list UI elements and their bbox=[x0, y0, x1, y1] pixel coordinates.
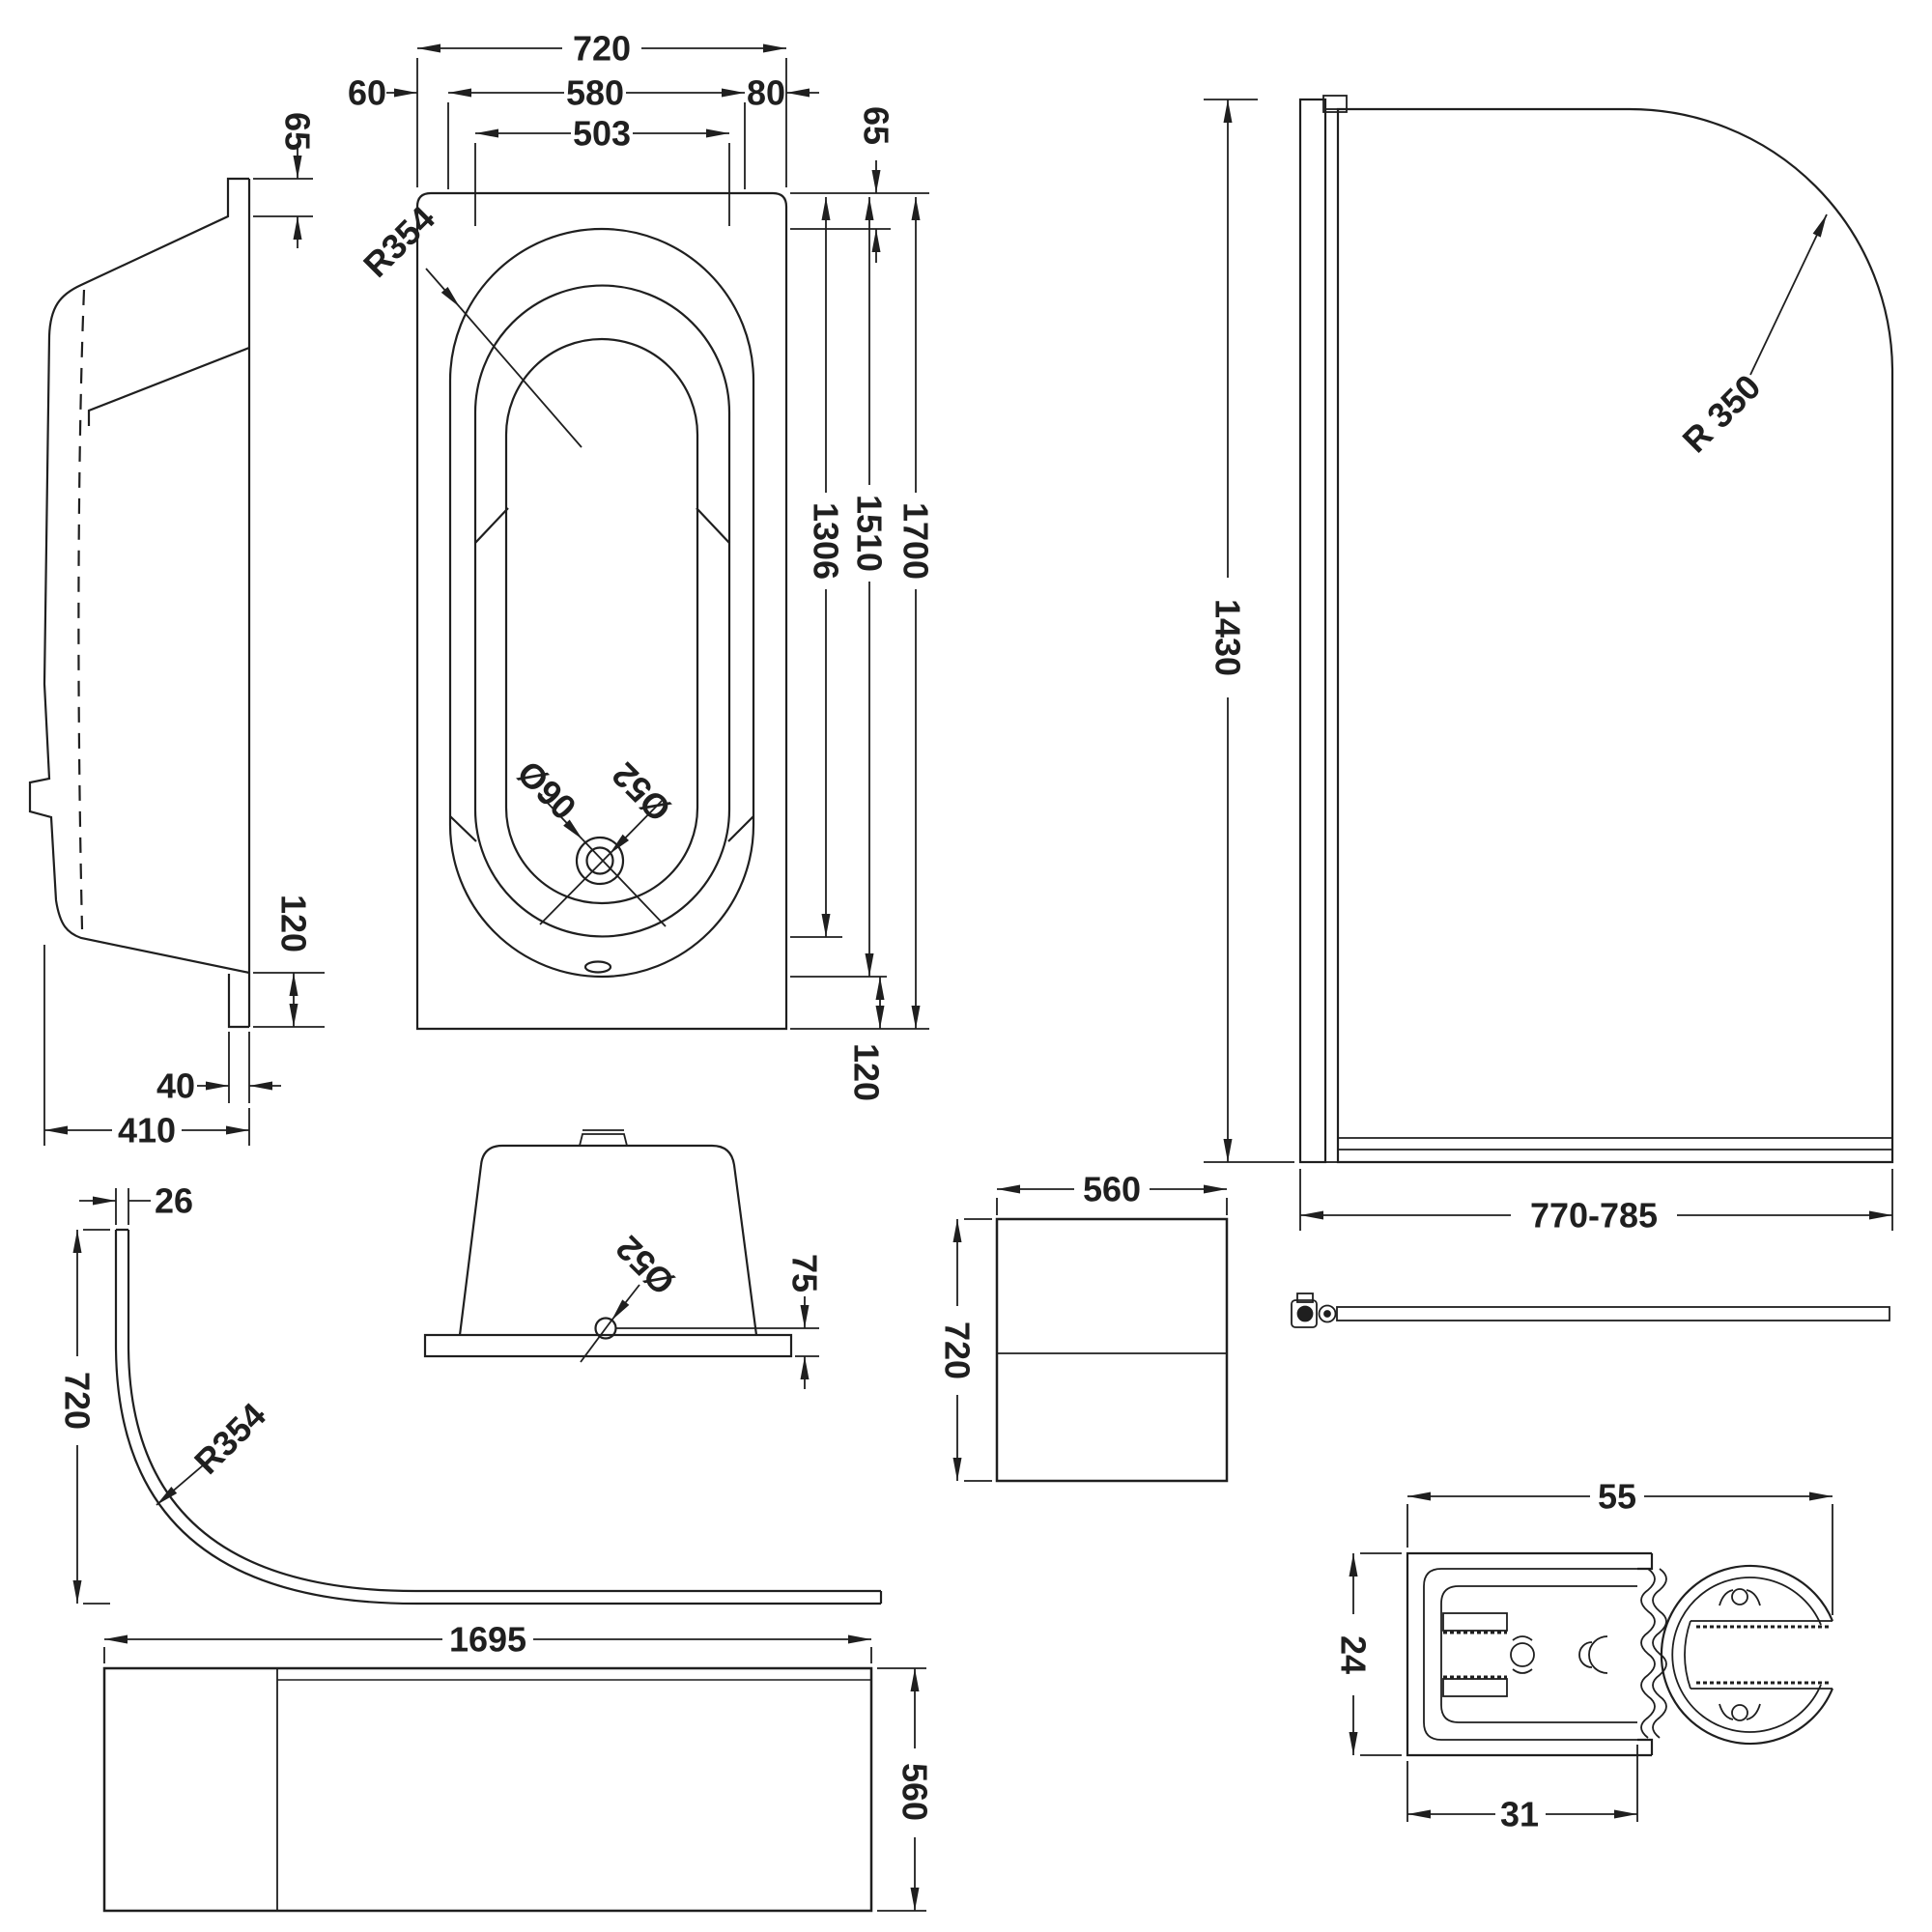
dim-screen-radius: R 350 bbox=[1675, 367, 1769, 461]
screen-glass-outline bbox=[1336, 107, 1894, 1164]
dim-drain-inner: Ø52 bbox=[604, 754, 678, 829]
dim-plan-edge-left: 60 bbox=[348, 73, 386, 113]
profile-round-section bbox=[1660, 1564, 1834, 1746]
plan-well-floor bbox=[504, 337, 699, 905]
screen-inner-profile bbox=[1324, 108, 1339, 1163]
curved-panel-profile: 26 720 R354 bbox=[58, 1181, 883, 1605]
dim-screen-width: 770-785 bbox=[1530, 1196, 1658, 1236]
profile-dims bbox=[1337, 1480, 1833, 1831]
dim-screen-height: 1430 bbox=[1208, 599, 1248, 676]
end-drain-hole bbox=[594, 1317, 617, 1340]
plan-well-rim bbox=[473, 284, 731, 938]
screen-dims bbox=[1204, 99, 1893, 1232]
screen-hinge-cap bbox=[1322, 95, 1348, 113]
end-flange bbox=[423, 1333, 793, 1358]
dim-curve-height: 720 bbox=[58, 1372, 98, 1430]
bath-end-view: Ø52 75 bbox=[423, 1129, 825, 1389]
dim-plan-edge-right: 80 bbox=[747, 73, 785, 113]
end-top-cap bbox=[579, 1129, 628, 1147]
dim-curve-thickness: 26 bbox=[155, 1181, 193, 1221]
dim-plan-len-total: 1700 bbox=[896, 502, 936, 580]
dim-end-drain-height: 75 bbox=[785, 1254, 825, 1293]
dim-profile-width: 55 bbox=[1598, 1477, 1636, 1517]
frame-profile-section: 55 24 31 bbox=[1334, 1477, 1834, 1834]
dim-end-drain: Ø52 bbox=[608, 1228, 682, 1302]
dim-plan-rim-inset: 65 bbox=[857, 106, 896, 145]
dim-side-rim-step: 65 bbox=[278, 112, 318, 151]
drain-outer-circle bbox=[575, 836, 625, 886]
side-hidden-line bbox=[77, 289, 86, 930]
dim-plan-well-width: 503 bbox=[573, 114, 631, 154]
shower-screen-elevation: 1430 R 350 770-785 bbox=[1204, 95, 1894, 1328]
dim-plan-inner-width: 580 bbox=[566, 73, 624, 113]
side-dims bbox=[43, 147, 325, 1146]
dim-side-leg-height: 120 bbox=[274, 895, 314, 952]
front-panel-elevation: 1695 560 bbox=[102, 1620, 935, 1913]
side-inner-rim bbox=[87, 346, 250, 426]
screen-bottom-rail bbox=[1338, 1137, 1892, 1151]
dim-end-panel-height: 720 bbox=[938, 1321, 978, 1379]
drain-inner-circle bbox=[585, 846, 614, 875]
end-panel-view: 560 720 bbox=[938, 1170, 1229, 1483]
dim-plan-width: 720 bbox=[573, 29, 631, 69]
dim-side-leg-width: 40 bbox=[156, 1066, 195, 1106]
bath-plan-view: 720 60 580 80 503 R354 65 1306 1510 1700… bbox=[348, 29, 936, 1102]
dim-plan-len-inner: 1510 bbox=[850, 495, 890, 572]
screen-wall-profile bbox=[1298, 98, 1327, 1164]
dim-profile-inner-width: 31 bbox=[1500, 1795, 1539, 1834]
dim-drain-outer: Ø90 bbox=[509, 753, 583, 827]
front-panel-outline bbox=[102, 1666, 873, 1913]
bath-side-elevation: 65 120 40 410 bbox=[28, 112, 325, 1151]
dim-plan-end-inset: 120 bbox=[847, 1043, 887, 1101]
screen-hinge-pin bbox=[1296, 1305, 1314, 1322]
plan-rim-line bbox=[448, 227, 755, 979]
screen-hinge-ring bbox=[1318, 1304, 1337, 1323]
end-panel-outline bbox=[995, 1217, 1229, 1483]
profile-serpentine bbox=[1640, 1568, 1667, 1739]
profile-channel-outer bbox=[1406, 1551, 1654, 1757]
end-body bbox=[458, 1144, 758, 1336]
dim-end-panel-width: 560 bbox=[1083, 1170, 1141, 1209]
side-foot bbox=[227, 974, 249, 1029]
plan-dims bbox=[386, 32, 932, 1030]
dim-front-panel-length: 1695 bbox=[449, 1620, 526, 1660]
dim-front-panel-height: 560 bbox=[895, 1763, 935, 1821]
plan-chamfers bbox=[449, 507, 754, 842]
plan-outer-rect bbox=[415, 191, 788, 1031]
side-outline bbox=[28, 177, 250, 975]
profile-channel-inner bbox=[1423, 1568, 1637, 1741]
screen-plan-bar bbox=[1291, 1293, 1890, 1328]
dim-profile-height: 24 bbox=[1334, 1635, 1374, 1674]
dim-side-depth: 410 bbox=[118, 1111, 176, 1151]
curve-panel-outline bbox=[114, 1228, 883, 1605]
overflow-slot bbox=[583, 960, 612, 974]
profile-glass-grips bbox=[1442, 1612, 1608, 1697]
dim-plan-len-well: 1306 bbox=[807, 502, 846, 580]
